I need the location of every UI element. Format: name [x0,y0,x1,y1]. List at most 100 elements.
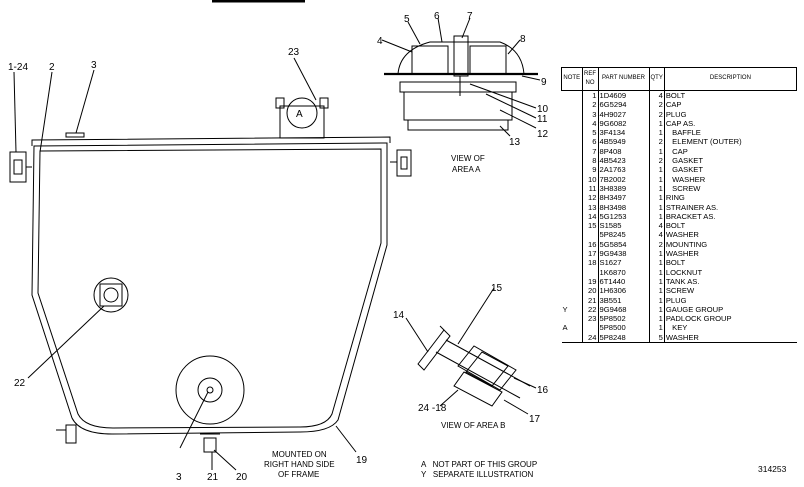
fuel-tank-drawing [9,57,412,471]
cell-part: 9G9438 [597,249,649,259]
cell-ref: 14 [581,211,598,222]
cell-qty: 1 [648,202,665,212]
cell-desc: GASKET [663,165,797,175]
cell-desc: WASHER [663,249,797,259]
cell-ref: 19 [581,276,598,287]
cell-qty: 1 [648,258,665,268]
cell-qty: 1 [648,276,665,287]
cell-note [562,203,583,212]
cell-desc: PLUG [663,109,797,119]
cell-ref: 21 [581,295,598,305]
cell-note [562,184,583,193]
cell-qty: 1 [648,314,665,324]
cell-note [562,212,583,221]
view-a-caption-line-2: AREA A [452,165,481,174]
callout-14: 14 [393,310,405,321]
cell-ref: 10 [581,174,598,184]
cell-qty: 1 [648,183,665,194]
cell-ref: 2 [581,100,598,110]
drawing-id: 314253 [758,464,787,474]
view-a-drawing [381,17,541,137]
callout-5: 5 [404,14,410,25]
callout-20: 20 [236,472,248,483]
mounting-note-line-1: MOUNTED ON [272,450,327,459]
view-a-caption-line-1: VIEW OF [451,154,485,163]
cell-ref [581,267,598,277]
cell-ref: 1 [581,90,598,101]
header-description: DESCRIPTION [663,67,798,91]
cell-ref: 24 [581,332,598,344]
cell-part: 3F4134 [597,128,649,138]
cell-note [562,165,583,174]
cell-ref: 8 [581,156,598,166]
cell-qty: 1 [648,146,665,157]
callout-16: 16 [537,385,549,396]
cell-part: 3H8389 [597,183,649,194]
cell-qty: 1 [648,211,665,222]
cell-part: 8P408 [597,146,649,157]
callout-22: 22 [14,378,26,389]
cell-desc: BOLT [663,90,797,101]
cell-note [562,286,583,295]
legend-y: Y SEPARATE ILLUSTRATION [421,470,534,479]
cell-ref: 5 [581,128,598,138]
cell-desc: PADLOCK GROUP [663,314,797,324]
view-b-caption: VIEW OF AREA B [441,421,505,430]
callout-3-bottom: 3 [176,472,182,483]
cell-part: 5P8248 [597,332,649,344]
cell-note [562,110,583,119]
callout-19: 19 [356,455,368,466]
cell-note [562,221,583,230]
cell-note [562,240,583,249]
cell-desc: MOUNTING [663,239,797,250]
cell-note [562,230,583,239]
cell-ref: 20 [581,286,598,296]
cell-qty: 2 [648,156,665,166]
cell-note [562,296,583,305]
cell-part: S1585 [597,221,649,231]
cell-part: 4B5949 [597,137,649,147]
cell-note [561,332,582,344]
cell-qty: 1 [648,165,665,175]
cell-note [562,91,583,101]
cell-note [562,277,583,286]
parts-table: NOTE REF NO PART NUMBER QTY DESCRIPTION … [561,67,798,344]
callout-9: 9 [541,77,547,88]
callout-2: 2 [49,62,55,73]
cell-note [562,100,583,109]
cell-ref: 12 [581,193,598,203]
cell-qty: 1 [648,118,665,129]
cell-qty: 2 [648,100,665,110]
cell-qty: 1 [648,267,665,277]
callout-1-24: 1-24 [8,62,28,73]
callout-10: 10 [537,104,549,115]
callout-3-top: 3 [91,60,97,71]
cell-desc: BOLT [663,258,797,268]
cell-qty: 1 [648,295,665,305]
cell-part: 7B2002 [597,174,649,184]
cell-desc: WASHER [663,230,797,240]
cell-note [562,156,583,165]
header-qty: QTY [648,67,665,91]
cell-qty: 2 [648,239,665,250]
cell-desc: STRAINER AS. [663,202,797,212]
cell-note [562,258,583,267]
callout-6: 6 [434,11,440,22]
cell-note [562,119,583,128]
